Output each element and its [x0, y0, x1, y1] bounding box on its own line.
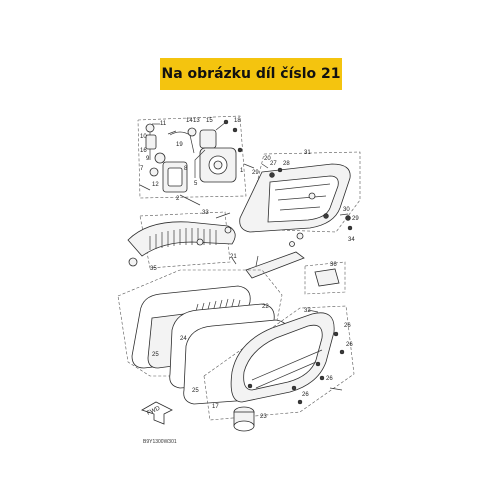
callout-label: 31 [304, 150, 311, 156]
drain-hose-part [233, 406, 255, 432]
diagram-reference-code: B9Y1300W301 [143, 439, 177, 445]
callout-label: 21 [230, 254, 237, 260]
banner-text: Na obrázku díl číslo 21 [161, 66, 341, 82]
callout-label: 36 [330, 262, 337, 268]
seal-strip-part [245, 251, 305, 279]
callout-label: 26 [302, 392, 309, 398]
duct-part [304, 261, 346, 295]
callout-label: 13 [193, 118, 200, 124]
callout-label: 9 [146, 156, 150, 162]
callout-label: 1 [240, 168, 244, 174]
callout-label: 25 [152, 352, 159, 358]
air-filter-case-lower [203, 305, 355, 421]
callout-label: 24 [180, 336, 187, 342]
callout-label: 29 [352, 216, 359, 222]
fwd-label: FWD [146, 405, 162, 416]
callout-label: 26 [344, 323, 351, 329]
callout-label: 33 [202, 210, 209, 216]
callout-label: 10 [140, 134, 147, 140]
callout-label: 18 [234, 118, 241, 124]
callout-label: 34 [348, 237, 355, 243]
callout-label: 23 [260, 414, 267, 420]
callout-label: 7 [140, 166, 144, 172]
callout-label: 19 [176, 142, 183, 148]
throttle-body-assembly [137, 115, 247, 206]
callout-label: 17 [212, 404, 219, 410]
air-filter-case-upper [239, 151, 361, 247]
callout-label: 29 [252, 170, 259, 176]
callout-label: 16 [140, 148, 147, 154]
callout-label: 27 [270, 161, 277, 167]
callout-label: 2 [176, 196, 180, 202]
callout-label: 32 [304, 308, 311, 314]
forward-arrow-icon: FWD [141, 401, 173, 425]
callout-label: 26 [346, 342, 353, 348]
callout-label: 15 [206, 118, 213, 124]
callout-label: 30 [343, 207, 350, 213]
callout-label: 12 [152, 182, 159, 188]
part-number-banner: Na obrázku díl číslo 21 [160, 58, 342, 90]
callout-label: 25 [192, 388, 199, 394]
part-callouts: 11 14 13 15 10 16 19 18 9 7 12 8 5 1 2 2… [140, 118, 359, 420]
callout-label: 5 [194, 181, 198, 187]
callout-label: 28 [283, 161, 290, 167]
callout-label: 35 [150, 266, 157, 272]
callout-label: 22 [262, 304, 269, 310]
callout-label: 8 [184, 166, 188, 172]
intake-joint-hose [127, 211, 236, 269]
callout-label: 26 [326, 376, 333, 382]
callout-label: 11 [160, 121, 167, 127]
leader-lines [152, 123, 349, 391]
callout-label: 14 [186, 118, 193, 124]
callout-label: 20 [264, 156, 271, 162]
